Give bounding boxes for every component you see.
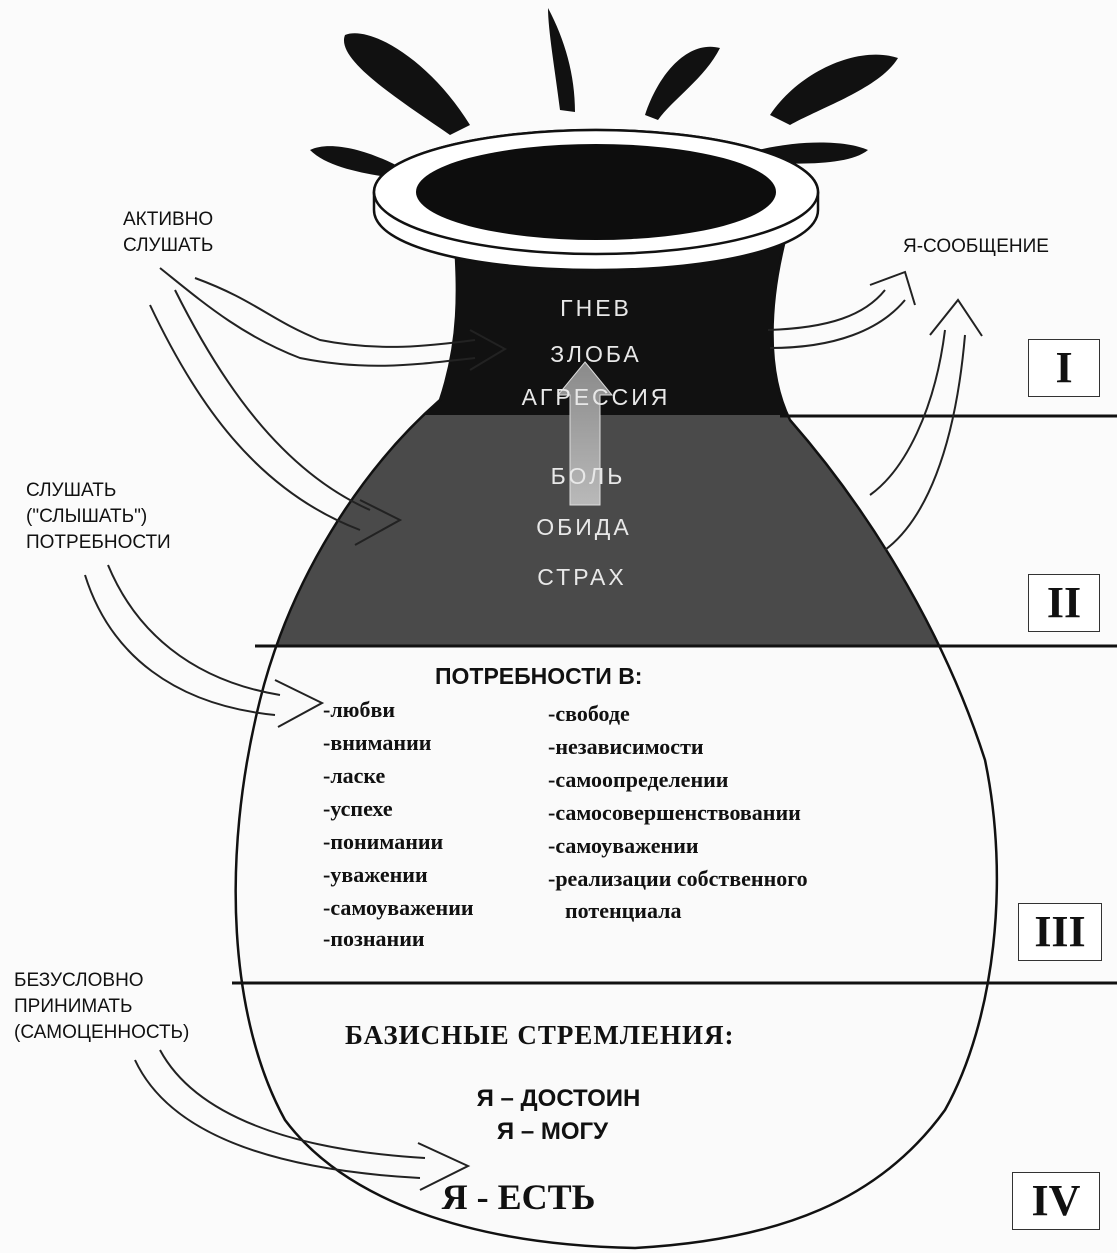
label-i-message: Я-СООБЩЕНИЕ [903, 236, 1049, 258]
arrow-listen-needs-icon [150, 290, 400, 545]
emotion-malice: ЗЛОБА [446, 341, 746, 368]
need-item: -реализации собственного [548, 866, 808, 892]
need-item: -самоопределении [548, 767, 728, 793]
label-line: СЛУШАТЬ [26, 478, 171, 504]
label-line: БЕЗУСЛОВНО [14, 968, 189, 994]
label-line: (САМОЦЕННОСТЬ) [14, 1020, 189, 1046]
need-item: -самоуважении [548, 833, 699, 859]
need-item: -познании [323, 926, 425, 952]
basic-am: Я - ЕСТЬ [0, 1176, 1077, 1218]
level-badge-4: IV [1012, 1172, 1100, 1230]
need-item: -ласке [323, 763, 385, 789]
need-item: -самосовершенствовании [548, 800, 801, 826]
level-badge-3: III [1018, 903, 1102, 961]
emotion-resentment: ОБИДА [434, 514, 734, 541]
label-line: АКТИВНО [123, 207, 213, 233]
level-badge-2: II [1028, 574, 1100, 632]
label-line: СЛУШАТЬ [123, 233, 213, 259]
basic-can: Я – МОГУ [0, 1118, 1111, 1146]
label-line: ПРИНИМАТЬ [14, 994, 189, 1020]
basic-worthy: Я – ДОСТОИН [0, 1085, 1117, 1113]
need-item: -уважении [323, 862, 428, 888]
emotion-fear: СТРАХ [432, 564, 732, 591]
label-line: ("СЛЫШАТЬ") [26, 504, 171, 530]
basic-title: БАЗИСНЫЕ СТРЕМЛЕНИЯ: [345, 1020, 734, 1051]
label-line: ПОТРЕБНОСТИ [26, 530, 171, 556]
need-item: -успехе [323, 796, 393, 822]
need-item: -свободе [548, 701, 630, 727]
label-active-listen: АКТИВНО СЛУШАТЬ [123, 207, 213, 259]
needs-title: ПОТРЕБНОСТИ В: [435, 663, 642, 690]
label-listen-needs: СЛУШАТЬ ("СЛЫШАТЬ") ПОТРЕБНОСТИ [26, 478, 171, 556]
need-item: -независимости [548, 734, 704, 760]
need-item: -внимании [323, 730, 431, 756]
label-accept: БЕЗУСЛОВНО ПРИНИМАТЬ (САМОЦЕННОСТЬ) [14, 968, 189, 1046]
need-item: потенциала [565, 898, 682, 924]
need-item: -любви [323, 697, 395, 723]
need-item: -самоуважении [323, 895, 474, 921]
level-badge-1: I [1028, 339, 1100, 397]
emotion-pain: БОЛЬ [438, 463, 738, 490]
emotion-aggression: АГРЕССИЯ [446, 384, 746, 411]
emotion-anger: ГНЕВ [446, 295, 746, 322]
need-item: -понимании [323, 829, 443, 855]
